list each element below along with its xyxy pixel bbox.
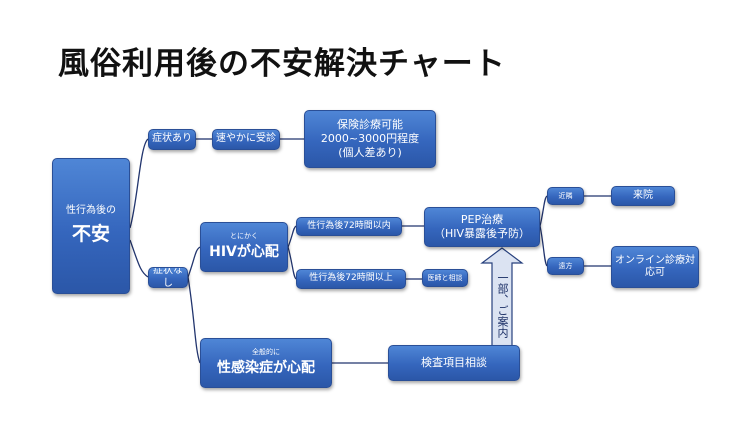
consult-doctor-label: 医師と相談 — [427, 273, 463, 282]
root-main-label: 不安 — [71, 223, 110, 246]
std-top-label: 全般的に — [252, 348, 280, 357]
node-online: オンライン診療対 応可 — [611, 246, 699, 288]
within72-label: 性行為後72時間以内 — [307, 220, 391, 231]
guidance-arrow — [480, 247, 524, 351]
node-pep: PEP治療 （HIV暴露後予防） — [424, 207, 540, 247]
online-line2: 応可 — [645, 267, 665, 278]
node-within-72h: 性行為後72時間以内 — [296, 217, 402, 236]
pep-line2: （HIV暴露後予防） — [433, 227, 531, 240]
std-main-label: 性感染症が心配 — [217, 360, 315, 377]
guidance-arrow-label: 一部、ご案内 — [496, 272, 509, 338]
near-label: 近隣 — [558, 191, 573, 200]
node-far: 遠方 — [547, 257, 584, 275]
node-symptom-no: 症状なし — [148, 267, 188, 288]
online-line1: オンライン診療対 — [615, 254, 695, 266]
pep-line1: PEP治療 — [460, 213, 504, 227]
page-title: 風俗利用後の不安解決チャート — [58, 46, 506, 82]
root-top-label: 性行為後の — [66, 204, 116, 216]
symptom-no-label: 症状なし — [153, 267, 183, 288]
node-hiv-worry: とにかく HIVが心配 — [200, 222, 288, 272]
visit-label: 来院 — [633, 189, 653, 201]
insurance-line3: (個人差あり) — [338, 145, 402, 159]
node-insurance: 保険診療可能 2000~3000円程度 (個人差あり) — [304, 110, 436, 168]
go-clinic-label: 速やかに受診 — [216, 133, 276, 145]
node-over-72h: 性行為後72時間以上 — [296, 269, 406, 289]
node-consult-doctor: 医師と相談 — [422, 269, 468, 287]
node-near: 近隣 — [547, 187, 584, 205]
over72-label: 性行為後72時間以上 — [309, 273, 393, 284]
node-root-anxiety: 性行為後の 不安 — [52, 158, 130, 294]
hiv-top-label: とにかく — [230, 232, 258, 241]
far-label: 遠方 — [558, 261, 573, 270]
insurance-line2: 2000~3000円程度 — [320, 132, 420, 146]
node-symptom-yes: 症状あり — [148, 129, 196, 150]
node-go-clinic: 速やかに受診 — [212, 129, 280, 150]
node-visit: 来院 — [611, 186, 675, 206]
test-consult-label: 検査項目相談 — [421, 356, 487, 370]
hiv-main-label: HIVが心配 — [209, 244, 279, 261]
node-std-worry: 全般的に 性感染症が心配 — [200, 338, 332, 388]
symptom-yes-label: 症状あり — [152, 133, 192, 145]
node-test-consult: 検査項目相談 — [388, 345, 520, 381]
insurance-line1: 保険診療可能 — [337, 118, 403, 132]
